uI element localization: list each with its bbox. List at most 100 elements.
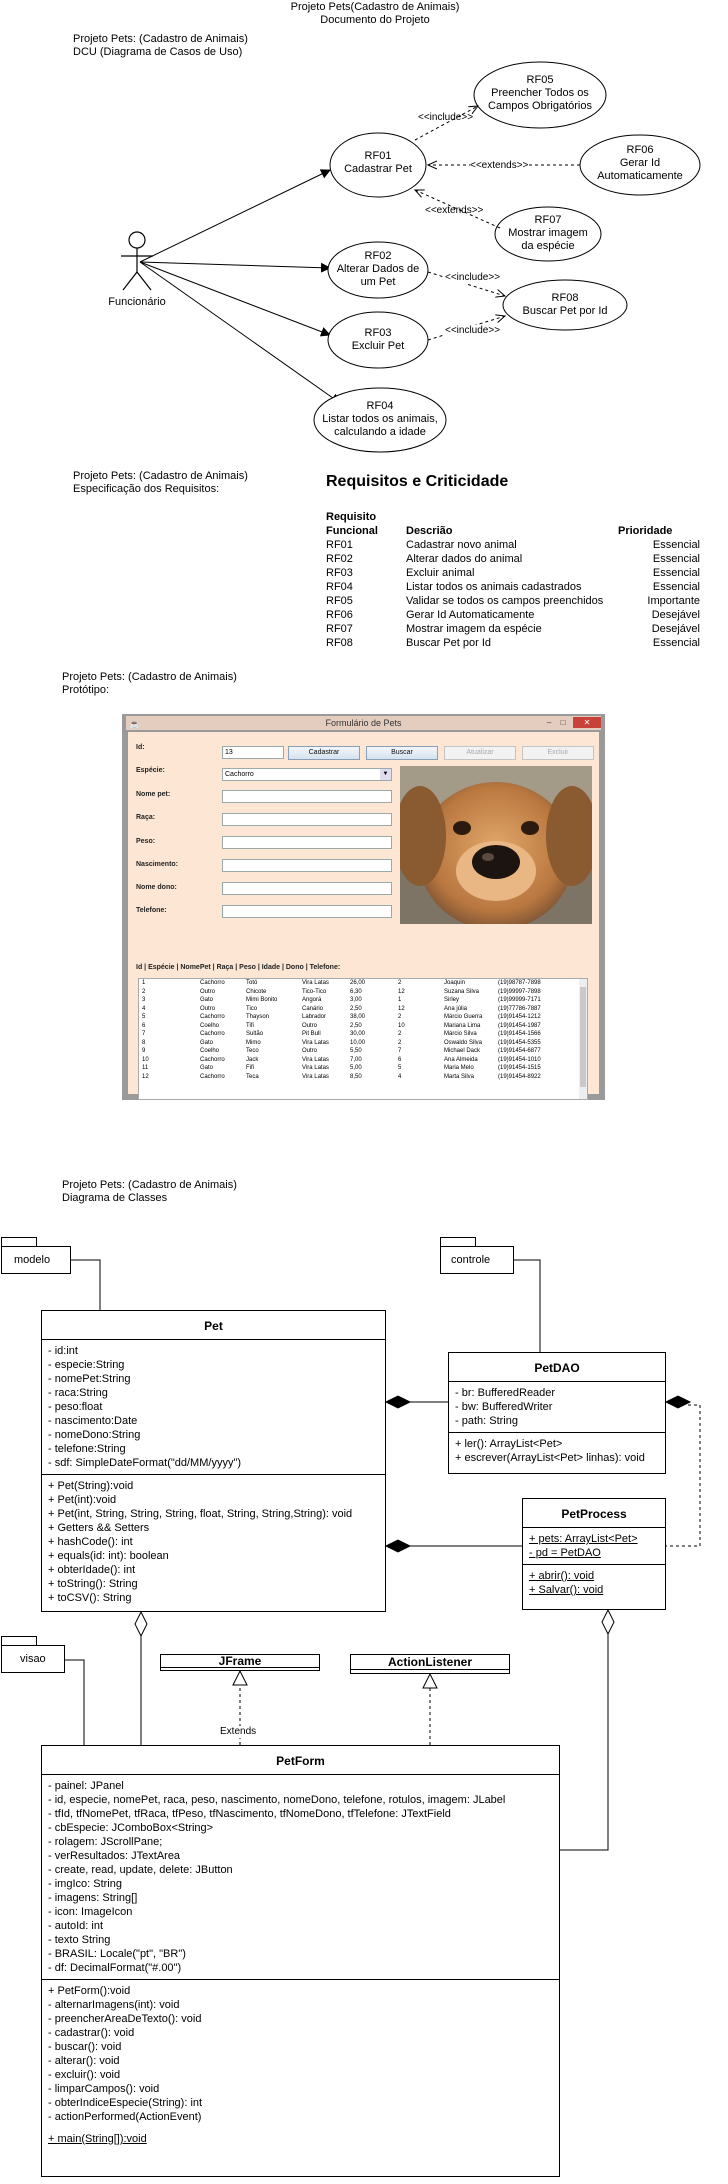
- table-cell: Sultão: [246, 1031, 264, 1037]
- nascimento-field[interactable]: [222, 859, 392, 872]
- pkg-modelo: modelo: [1, 1246, 71, 1274]
- table-cell: Vira Latas: [302, 1065, 329, 1071]
- table-cell: Totó: [246, 980, 258, 986]
- table-cell: (19)91454-6877: [498, 1048, 541, 1054]
- cadastrar-button[interactable]: Cadastrar: [288, 746, 360, 760]
- table-cell: Cachorro: [200, 1056, 225, 1063]
- close-icon[interactable]: ✕: [573, 717, 601, 728]
- scrollbar-thumb[interactable]: [580, 987, 586, 1087]
- table-cell: 9: [142, 1048, 146, 1054]
- class-attribute: - texto String: [48, 1934, 111, 1946]
- uc-rf04-id: RF04: [366, 400, 394, 412]
- composition-diamond-petdao: [384, 1395, 412, 1409]
- req-cell-id: RF07: [326, 623, 353, 635]
- uc-rf01-text: RF01 Cadastrar Pet: [330, 150, 426, 176]
- class-operation: + toCSV(): String: [48, 1592, 132, 1604]
- table-cell: (19)98787-7898: [498, 980, 541, 986]
- petform-ops-list: + PetForm():void- alternarImagens(int): …: [48, 1984, 553, 2124]
- class-operation: + Getters && Setters: [48, 1522, 150, 1534]
- label-nome-dono: Nome dono:: [136, 884, 177, 891]
- label-nome-pet: Nome pet:: [136, 791, 171, 798]
- req-cell-prio: Essencial: [652, 539, 700, 551]
- excluir-button[interactable]: Excluir: [522, 746, 594, 760]
- buscar-button[interactable]: Buscar: [366, 746, 438, 760]
- table-cell: Cachorro: [200, 1031, 225, 1037]
- requirements-table: Requisito Funcional Descrião Prioridade …: [326, 510, 700, 650]
- raca-field[interactable]: [222, 813, 392, 826]
- table-cell: Fifi: [246, 1065, 254, 1071]
- maximize-icon[interactable]: □: [560, 718, 566, 727]
- peso-field[interactable]: [222, 836, 392, 849]
- id-field[interactable]: 13: [222, 746, 284, 759]
- table-cell: 10: [398, 1022, 405, 1029]
- class-petform-attributes: - painel: JPanel- id, especie, nomePet, …: [42, 1775, 559, 1980]
- req-cell-id: RF02: [326, 553, 353, 565]
- label-raca: Raça:: [136, 814, 156, 821]
- pkg-visao: visao: [1, 1645, 65, 1673]
- table-cell: 5,00: [350, 1065, 362, 1071]
- especie-select[interactable]: Cachorro ▼: [222, 768, 392, 781]
- nome-dono-field[interactable]: [222, 882, 392, 895]
- chevron-down-icon[interactable]: ▼: [380, 769, 391, 780]
- class-petdao: PetDAO - br: BufferedReader- bw: Buffere…: [448, 1352, 666, 1474]
- table-cell: Mariana Lima: [444, 1022, 481, 1029]
- table-cell: 1: [398, 997, 402, 1003]
- req-cell-id: RF06: [326, 609, 353, 621]
- minimize-icon[interactable]: –: [546, 718, 552, 727]
- class-petdao-name: PetDAO: [449, 1353, 665, 1382]
- proto-caption: Projeto Pets: (Cadastro de Animais) Prot…: [62, 671, 237, 697]
- req-cell-prio: Essencial: [652, 567, 700, 579]
- telefone-field[interactable]: [222, 905, 392, 918]
- table-cell: (19)99999-7171: [498, 997, 541, 1003]
- table-cell: Tifi: [246, 1022, 254, 1029]
- table-cell: Gato: [200, 1065, 214, 1071]
- uc-rf01-name: Cadastrar Pet: [344, 163, 412, 175]
- table-cell: Vira Latas: [302, 1073, 329, 1080]
- table-cell: (19)91454-5355: [498, 1039, 541, 1046]
- table-cell: Joaquin: [444, 980, 466, 986]
- table-cell: Outro: [200, 1005, 216, 1012]
- req-cell-desc: Gerar Id Automaticamente: [406, 609, 535, 621]
- table-cell: Márcio Silva: [444, 1031, 477, 1037]
- class-attribute: + pets: ArrayList<Pet>: [529, 1533, 638, 1545]
- table-cell: 1: [142, 980, 146, 986]
- window-titlebar[interactable]: ☕ Formulário de Pets – □ ✕: [126, 716, 601, 730]
- scrollbar[interactable]: [579, 979, 587, 1099]
- label-extends-rf07: <<extends>>: [425, 205, 484, 216]
- table-cell: Thayson: [246, 1014, 270, 1020]
- class-pet: Pet - id:int- especie:String- nomePet:St…: [41, 1310, 386, 1612]
- class-attribute: - df: DecimalFormat("#.00"): [48, 1962, 182, 1974]
- class-attribute: - autoId: int: [48, 1920, 104, 1932]
- class-operation: + hashCode(): int: [48, 1536, 133, 1548]
- class-attribute: - tfId, tfNomePet, tfRaca, tfPeso, tfNas…: [48, 1808, 451, 1820]
- class-operation: + equals(id: int): boolean: [48, 1550, 169, 1562]
- pkg-controle-label: controle: [451, 1254, 491, 1266]
- class-operation: - alterar(): void: [48, 2055, 120, 2067]
- table-cell: 6,30: [350, 988, 362, 995]
- usecase-rf04: [313, 387, 447, 453]
- req-header-req1: Requisito: [326, 511, 377, 523]
- nome-pet-field[interactable]: [222, 790, 392, 803]
- table-cell: Michael Dack: [444, 1048, 481, 1054]
- class-petprocess-operations: + abrir(): void+ Salvar(): void: [523, 1565, 665, 1601]
- class-actionlistener: ActionListener: [350, 1654, 510, 1674]
- atualizar-button[interactable]: Atualizar: [444, 746, 516, 760]
- table-cell: 11: [142, 1065, 149, 1071]
- class-operation: - preencherAreaDeTexto(): void: [48, 2013, 202, 2025]
- table-cell: 38,00: [350, 1014, 366, 1020]
- table-cell: Mimi Bonito: [246, 997, 278, 1003]
- petform-petprocess-line: [560, 1634, 609, 1851]
- class-caption: Projeto Pets: (Cadastro de Animais) Diag…: [62, 1179, 237, 1205]
- uc-rf03-name: Excluir Pet: [351, 340, 405, 352]
- req-cell-desc: Listar todos os animais cadastrados: [406, 581, 582, 593]
